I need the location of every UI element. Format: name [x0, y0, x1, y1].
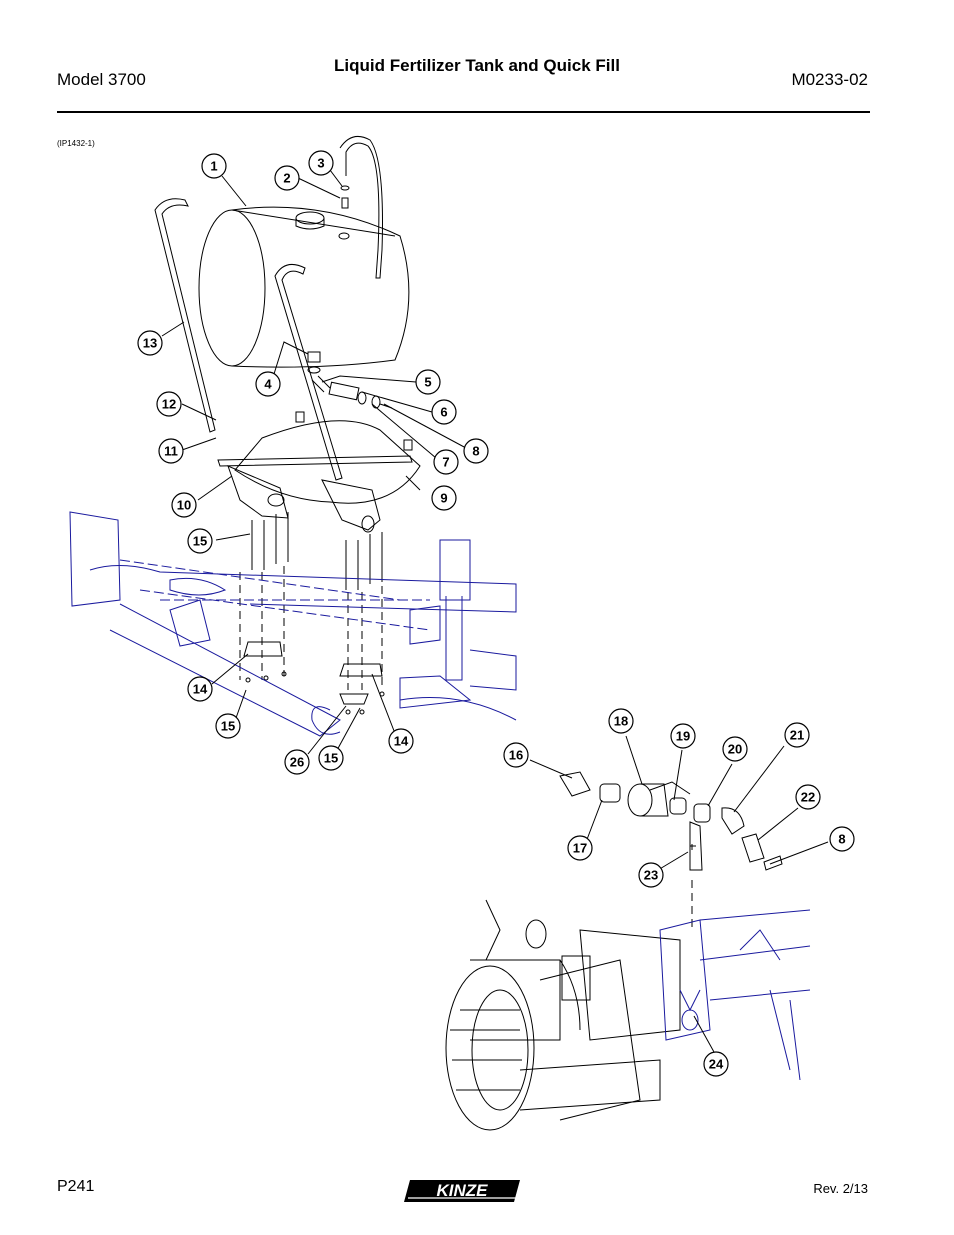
callout: 16: [503, 742, 529, 768]
callout: 3: [308, 150, 334, 176]
mounting-bolts: [251, 512, 383, 590]
callout: 5: [415, 369, 441, 395]
callout-label: 26: [290, 755, 304, 770]
callout-label: 22: [801, 790, 815, 805]
leader-lines: [161, 169, 829, 1053]
callout: 10: [171, 492, 197, 518]
vent-tube-left: [154, 198, 216, 433]
callout: 7: [433, 449, 459, 475]
callout: 6: [431, 399, 457, 425]
callout: 17: [567, 835, 593, 861]
callout: 21: [784, 722, 810, 748]
callout: 19: [670, 723, 696, 749]
callout-label: 23: [644, 868, 658, 883]
figure-reference: (IP1432-1): [57, 139, 95, 148]
callout: 11: [158, 438, 184, 464]
callout-label: 14: [394, 734, 409, 749]
callout-label: 6: [440, 405, 447, 420]
fittings-assembly: [307, 351, 393, 409]
callout: 15: [187, 528, 213, 554]
callout: 8: [829, 826, 855, 852]
callout-label: 15: [324, 751, 338, 766]
alignment-lines: [239, 566, 383, 690]
callout-label: 10: [177, 498, 191, 513]
callout-label: 12: [162, 397, 176, 412]
page-number: P241: [57, 1178, 95, 1195]
header-rule: [57, 111, 870, 113]
document-number: M0233-02: [791, 70, 868, 89]
callout-label: 3: [317, 156, 324, 171]
callout-label: 15: [221, 719, 235, 734]
quick-fill-parts: [559, 771, 783, 930]
callout: 18: [608, 708, 634, 734]
callout: 2: [274, 165, 300, 191]
callout: 23: [638, 862, 664, 888]
callout-label: 14: [193, 682, 208, 697]
callout-label: 4: [264, 377, 272, 392]
callout-label: 2: [283, 171, 290, 186]
callout-label: 18: [614, 714, 628, 729]
callout-label: 9: [440, 491, 447, 506]
vent-tube-right: [274, 263, 343, 481]
callout-label: 11: [164, 444, 178, 459]
callout-label: 20: [728, 742, 742, 757]
row-unit-illustration: [445, 899, 681, 1131]
callout: 22: [795, 784, 821, 810]
callout-label: 5: [424, 375, 431, 390]
row-unit-frame: [659, 909, 811, 1081]
tank-saddle: [217, 411, 421, 533]
model-label: Model 3700: [57, 70, 146, 89]
callout: 26: [284, 749, 310, 775]
callout-label: 7: [442, 455, 449, 470]
kinze-logo: KINZE: [404, 1180, 520, 1202]
callout-label: 8: [838, 832, 845, 847]
callout-label: 16: [509, 748, 523, 763]
revision-label: Rev. 2/13: [813, 1181, 868, 1196]
callout: 24: [703, 1051, 729, 1077]
callout-label: 8: [472, 444, 479, 459]
callout-label: 15: [193, 534, 207, 549]
callout-label: 17: [573, 841, 587, 856]
callout: 13: [137, 330, 163, 356]
callout: 12: [156, 391, 182, 417]
callout: 4: [255, 371, 281, 397]
callout: 14: [187, 676, 213, 702]
callout-label: 13: [143, 336, 157, 351]
page-title: Liquid Fertilizer Tank and Quick Fill: [334, 56, 620, 75]
tank-illustration: [198, 135, 410, 368]
callout: 8: [463, 438, 489, 464]
planter-frame: [69, 511, 517, 737]
callout-label: 1: [210, 159, 217, 174]
mounting-plates: [243, 641, 385, 715]
callout: 1: [201, 153, 227, 179]
callout: 14: [388, 728, 414, 754]
callout: 20: [722, 736, 748, 762]
callout: 15: [318, 745, 344, 771]
logo-text: KINZE: [437, 1181, 489, 1200]
callout-label: 21: [790, 728, 804, 743]
callout: 9: [431, 485, 457, 511]
callout-label: 24: [709, 1057, 724, 1072]
callout: 15: [215, 713, 241, 739]
callout-label: 19: [676, 729, 690, 744]
